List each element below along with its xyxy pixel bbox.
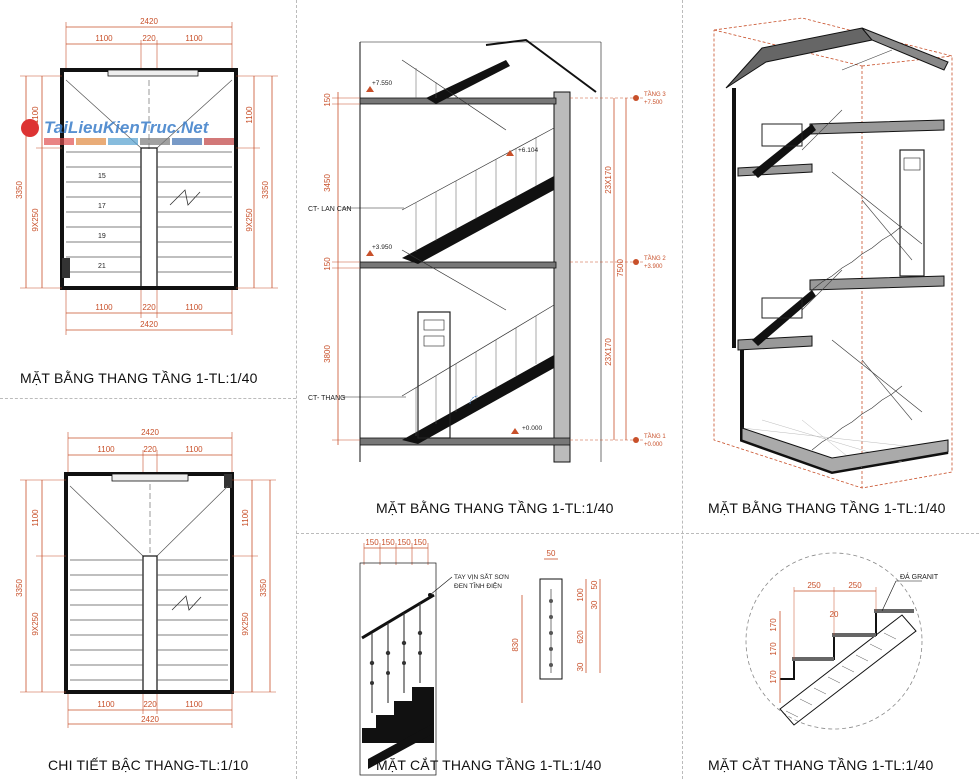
stair-plan-detail: 2420 1100 220 1100 1100 220 1100 2420 33… [15, 428, 276, 728]
floor-label: TẦNG 2 [644, 255, 666, 262]
divider-left-horizontal [0, 398, 296, 399]
dim-height-total: 3350 [259, 579, 268, 597]
dim-left: 3450 [323, 174, 332, 192]
dim-baluster-spacing: 150 [413, 538, 427, 547]
dim-riser: 170 [769, 618, 778, 632]
dim-seg-a: 1100 [97, 700, 115, 709]
dim-height-total: 3350 [261, 181, 270, 199]
stair-section: 150 3450 150 3800 +7.550 +6.104 +3.950 +… [308, 38, 666, 463]
divider-right [682, 0, 683, 779]
dim-height-top: 1100 [241, 509, 250, 527]
dim-nosing: 20 [830, 610, 839, 619]
watermark-logo: TaiLieuKienTruc.Net [44, 118, 210, 137]
divider-bottom [296, 533, 979, 534]
floor-elevation: +3.900 [644, 264, 663, 270]
level-marker: +0.000 [522, 425, 542, 432]
dim-seg-c: 1100 [185, 700, 203, 709]
dim-seg-b: 220 [143, 445, 157, 454]
caption-bottom-right: MẶT CẮT THANG TẦNG 1-TL:1/40 [708, 757, 934, 773]
dim-height-steps: 9X250 [241, 612, 250, 636]
dim-detail: 100 [576, 588, 585, 602]
divider-left [296, 0, 297, 779]
dim-seg-c: 1100 [185, 34, 203, 43]
dim-baluster-spacing: 150 [381, 538, 395, 547]
level-marker: +3.950 [372, 244, 392, 251]
dim-total-width: 2420 [140, 320, 158, 329]
caption-top-right: MẶT BẰNG THANG TẦNG 1-TL:1/40 [708, 500, 946, 516]
step-number: 17 [98, 203, 106, 210]
caption-top-left: MẶT BẰNG THANG TẦNG 1-TL:1/40 [20, 370, 258, 386]
dim-total-width: 2420 [141, 715, 159, 724]
dim-baluster-spacing: 150 [397, 538, 411, 547]
dim-left: 150 [323, 93, 332, 107]
dim-seg-a: 1100 [95, 34, 113, 43]
level-marker: +6.104 [518, 147, 538, 154]
dim-seg-b: 220 [142, 303, 156, 312]
level-marker: +7.550 [372, 80, 392, 87]
dim-height-top: 1100 [31, 509, 40, 527]
stair-plan-floor1: 15 17 19 21 2420 1100 220 1100 1100 220 … [15, 17, 278, 335]
dim-left: 3800 [323, 345, 332, 363]
dim-detail: 50 [590, 580, 599, 589]
dim-riser: 170 [769, 642, 778, 656]
step-number: 19 [98, 233, 106, 240]
dim-tread: 250 [807, 581, 821, 590]
dim-height-top: 1100 [31, 106, 40, 124]
dim-seg-b: 220 [142, 34, 156, 43]
stair-3d-view [713, 17, 953, 489]
dim-seg-b: 220 [143, 700, 157, 709]
dim-riser: 170 [769, 670, 778, 684]
dim-detail: 50 [547, 549, 556, 558]
step-number: 21 [98, 263, 106, 270]
dim-height-total: 3350 [15, 181, 24, 199]
dim-detail: 620 [576, 630, 585, 644]
dim-height-steps: 9X250 [31, 208, 40, 232]
dim-seg-c: 1100 [185, 303, 203, 312]
callout-stair: CT- THANG [308, 395, 346, 402]
caption-top-middle: MẶT BẰNG THANG TẦNG 1-TL:1/40 [376, 500, 614, 516]
callout-railing: CT- LAN CAN [308, 206, 352, 213]
dim-seg-c: 1100 [185, 445, 203, 454]
caption-bottom-middle: MẶT CẮT THANG TẦNG 1-TL:1/40 [376, 757, 602, 773]
dim-total-width: 2420 [140, 17, 158, 26]
dim-height-steps: 9X250 [31, 612, 40, 636]
note-handrail: TAY VỊN SẮT SƠN [454, 572, 509, 581]
step-number: 15 [98, 173, 106, 180]
dim-height-top: 1100 [245, 106, 254, 124]
caption-bottom-left: CHI TIẾT BẬC THANG-TL:1/10 [48, 757, 249, 773]
dim-seg-a: 1100 [95, 303, 113, 312]
dim-baluster-spacing: 150 [365, 538, 379, 547]
dim-height-total: 3350 [15, 579, 24, 597]
floor-elevation: +0.000 [644, 442, 663, 448]
dim-right: 23X170 [604, 166, 613, 194]
floor-label: TẦNG 1 [644, 433, 666, 440]
floor-label: TẦNG 3 [644, 91, 666, 98]
dim-seg-a: 1100 [97, 445, 115, 454]
dim-height-steps: 9X250 [245, 208, 254, 232]
note-handrail-finish: ĐEN TĨNH ĐIỆN [454, 581, 502, 590]
dim-left: 150 [323, 257, 332, 271]
dim-detail: 30 [576, 662, 585, 671]
dim-total-width: 2420 [141, 428, 159, 437]
dim-right: 23X170 [604, 338, 613, 366]
dim-detail: 30 [590, 600, 599, 609]
floor-elevation: +7.500 [644, 100, 663, 106]
dim-railing-height: 830 [511, 638, 520, 652]
dim-right: 7500 [616, 259, 625, 277]
step-detail: 250 250 20 170 170 170 ĐÁ GRANIT [745, 552, 939, 730]
note-granite: ĐÁ GRANIT [900, 572, 939, 581]
railing-detail: 150 150 150 150 830 TAY VỊN SẮT SƠN ĐEN … [359, 538, 601, 776]
dim-tread: 250 [848, 581, 862, 590]
